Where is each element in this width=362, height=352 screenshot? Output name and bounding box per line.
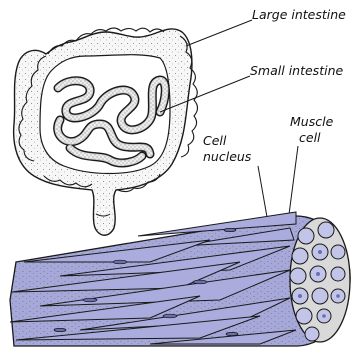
cell-nucleus-label-line1: Cell [203,133,226,148]
large-intestine-label: Large intestine [252,7,346,22]
cell-nucleus-label-line2: nucleus [203,149,251,164]
muscle-cell-label-line2: cell [299,130,321,145]
muscle-cell-leader [288,146,298,222]
large-intestine-leader [186,20,252,46]
muscle-bundle-illustration [10,212,350,346]
small-intestine-label: Small intestine [250,63,343,78]
muscle-cell-label-line1: Muscle [290,114,333,129]
